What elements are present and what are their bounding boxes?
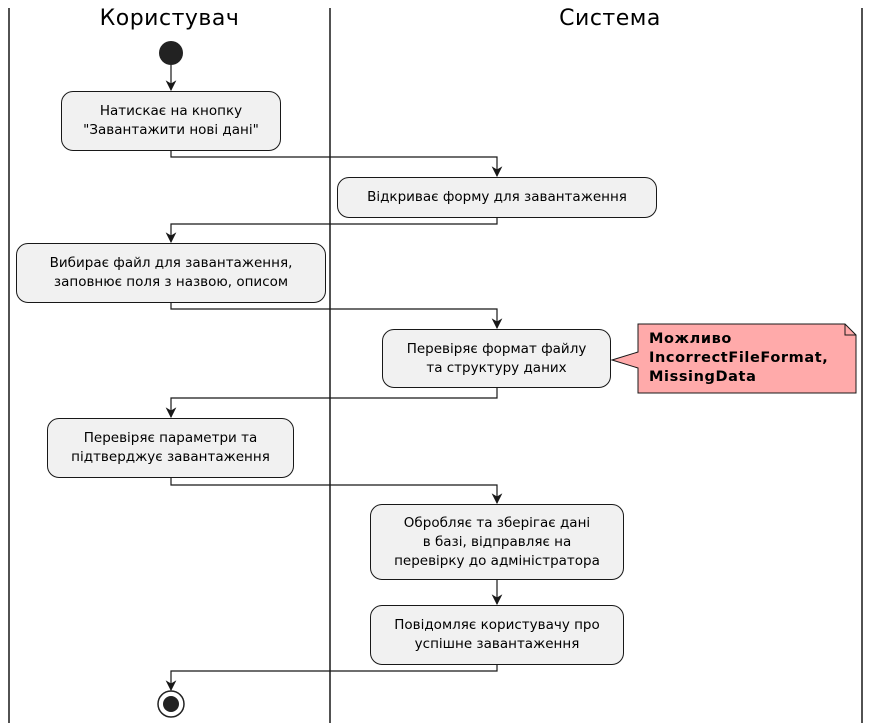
activity-click-upload-button: Натискає на кнопку "Завантажити нові дан…	[61, 91, 281, 151]
activity-open-upload-form: Відкриває форму для завантаження	[337, 177, 657, 218]
flow-3-to-4	[170, 303, 503, 330]
lane-title-user: Користувач	[99, 6, 240, 31]
start-node	[159, 41, 183, 65]
note-text: Можливо IncorrectFileFormat, MissingData	[649, 331, 829, 385]
note-corner-fold	[844, 324, 856, 336]
flow-1-to-2	[170, 151, 503, 178]
activity-select-file: Вибирає файл для завантаження, заповнює …	[16, 243, 326, 303]
flow-2-to-3	[165, 218, 498, 244]
activity-process-and-save: Обробляє та зберігає дані в базі, відпра…	[370, 504, 624, 580]
end-node-inner	[163, 696, 179, 712]
lane-title-system: Система	[559, 6, 661, 31]
activity-notify-success: Повідомляє користувачу про успішне заван…	[370, 605, 624, 665]
activity-check-file-format: Перевіряє формат файлу та структуру дани…	[382, 329, 611, 388]
flow-5-to-6	[170, 478, 503, 505]
flow-4-to-5	[165, 388, 498, 419]
flow-7-to-end	[165, 665, 498, 692]
activity-confirm-parameters: Перевіряє параметри та підтверджує заван…	[47, 418, 294, 478]
